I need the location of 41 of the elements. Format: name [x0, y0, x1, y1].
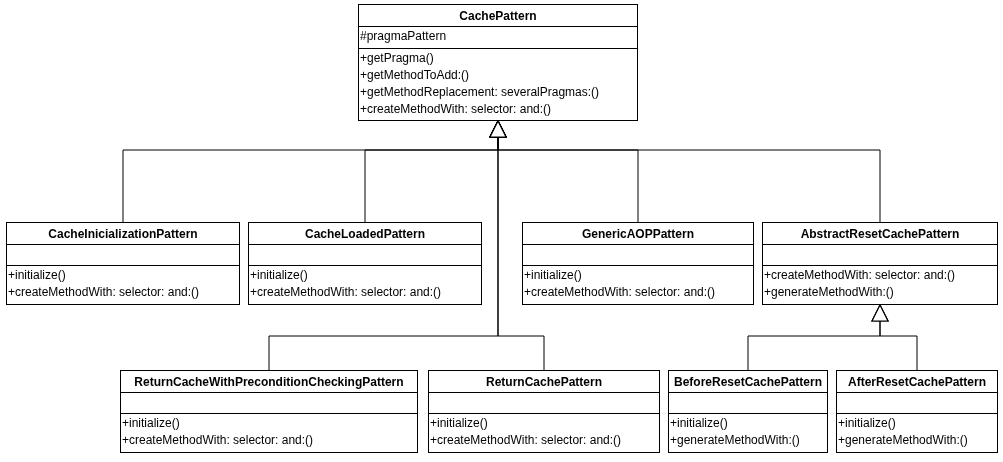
method-text: +generateMethodWith:() [669, 432, 800, 449]
method-text: +initialize() [837, 415, 896, 432]
method-text: +initialize() [249, 267, 308, 284]
method-text: +getMethodReplacement: severalPragmas:() [359, 84, 600, 101]
class-box [668, 370, 828, 453]
class-name: CacheInicializationPattern [48, 225, 198, 243]
attribute-text: #pragmaPattern [359, 28, 447, 45]
class-box [120, 370, 418, 453]
method-text: +createMethodWith: selector: and:() [121, 432, 314, 449]
method-text: +createMethodWith: selector: and:() [523, 284, 716, 301]
method-text: +initialize() [429, 415, 488, 432]
class-name: AfterResetCachePattern [847, 373, 986, 391]
class-box [358, 4, 638, 121]
inheritance-arrow [871, 304, 918, 371]
method-text: +createMethodWith: selector: and:() [763, 267, 956, 284]
class-box [248, 222, 482, 305]
class-name: GenericAOPPattern [581, 225, 694, 243]
inheritance-arrow [489, 120, 545, 371]
method-text: +initialize() [523, 267, 582, 284]
method-text: +initialize() [7, 267, 66, 284]
class-box [6, 222, 240, 305]
method-text: +generateMethodWith:() [837, 432, 968, 449]
class-box [522, 222, 754, 305]
method-text: +generateMethodWith:() [763, 284, 894, 301]
method-text: +createMethodWith: selector: and:() [249, 284, 442, 301]
method-text: +initialize() [121, 415, 180, 432]
method-text: +createMethodWith: selector: and:() [7, 284, 200, 301]
method-text: +initialize() [669, 415, 728, 432]
class-name: BeforeResetCachePattern [673, 373, 823, 391]
class-box [428, 370, 660, 453]
class-box [836, 370, 998, 453]
class-name: CacheLoadedPattern [305, 225, 425, 243]
method-text: +getMethodToAdd:() [359, 67, 470, 84]
method-text: +createMethodWith: selector: and:() [359, 101, 552, 118]
method-text: +getPragma() [359, 50, 434, 67]
method-text: +createMethodWith: selector: and:() [429, 432, 622, 449]
class-box [762, 222, 998, 305]
class-name: AbstractResetCachePattern [800, 225, 960, 243]
class-name: CachePattern [459, 7, 537, 25]
class-name: ReturnCachePattern [486, 373, 602, 391]
class-name: ReturnCacheWithPreconditionCheckingPattern [134, 373, 404, 391]
